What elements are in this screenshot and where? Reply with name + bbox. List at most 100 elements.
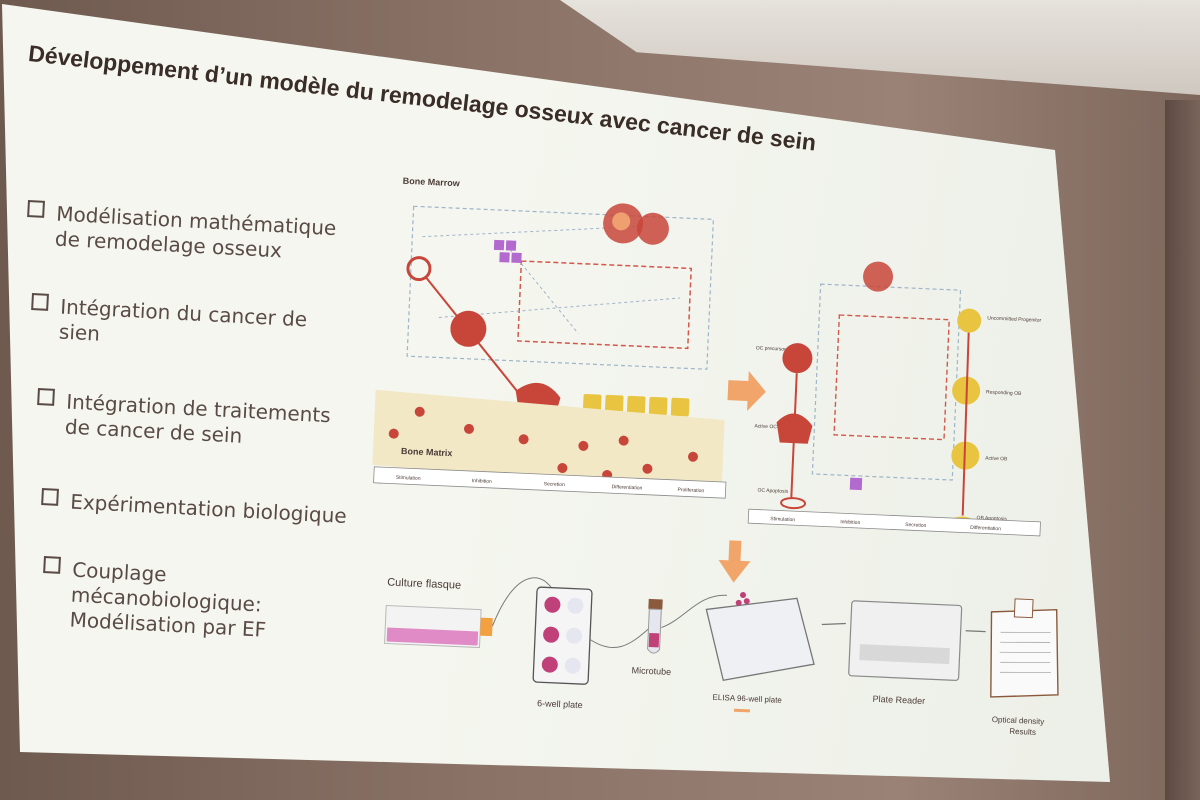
cytokine-block	[849, 477, 863, 491]
plate-reader-tray	[859, 644, 950, 665]
differentiation-line	[424, 276, 527, 402]
six-well-plate-icon	[532, 586, 593, 685]
oc-lineage	[790, 373, 798, 499]
legend-item: Differentiation	[970, 525, 1001, 532]
cytokine-block	[493, 239, 505, 251]
accent-dash	[733, 708, 751, 713]
microtube-cap	[648, 598, 663, 610]
well	[543, 626, 560, 643]
six-well-label: 6-well plate	[537, 698, 583, 710]
osteoblast-icon	[670, 397, 690, 417]
osteocyte-icon	[518, 434, 529, 445]
checkbox-icon	[41, 488, 59, 506]
legend-item: Differentiation	[611, 484, 642, 491]
legend-item: Stimulation	[770, 516, 795, 523]
inhibition-network	[517, 260, 692, 350]
wall-pillar	[1165, 100, 1200, 800]
osteoblast-icon	[604, 394, 624, 414]
model-label: OC precursor	[756, 345, 787, 352]
signal-network	[406, 205, 715, 370]
model-label: OB Apoptosis	[976, 515, 1007, 522]
legend-left	[373, 466, 727, 499]
right-arrow-icon	[727, 371, 766, 412]
microtube-liquid	[648, 632, 660, 648]
model-label: Uncommitted Progenitor	[987, 315, 1041, 323]
osteocyte-icon	[414, 406, 425, 417]
elisa-label: ELISA 96-well plate	[712, 693, 782, 705]
flask-cap	[480, 617, 493, 637]
legend-item: Inhibition	[472, 478, 492, 485]
legend-item: Secretion	[905, 522, 927, 529]
model-label: Active OB	[985, 455, 1008, 462]
well	[544, 596, 561, 613]
checkbox-icon	[43, 556, 61, 574]
results-sheet-icon	[990, 608, 1059, 698]
checkbox-icon	[37, 388, 55, 406]
model-inhibition	[833, 314, 950, 441]
tumor-cell	[636, 212, 669, 245]
osteoblast-row	[582, 393, 690, 417]
results-label: Results	[1009, 727, 1036, 737]
model-network	[811, 283, 962, 481]
microtube-label: Microtube	[631, 665, 671, 677]
elisa-plate-icon	[705, 597, 815, 681]
bone-matrix	[372, 389, 725, 495]
osteoblast-icon	[582, 393, 602, 413]
results-label: Optical density	[992, 715, 1045, 726]
well	[740, 592, 747, 599]
ob-lineage	[961, 332, 970, 516]
progenitor-icon	[957, 308, 982, 333]
workflow-tube	[589, 626, 651, 649]
plate-reader-icon	[848, 600, 963, 681]
oc-precursor-icon	[782, 343, 813, 374]
legend-right	[747, 508, 1041, 537]
tumor-cell	[863, 261, 894, 292]
bone-marrow-label: Bone Marrow	[403, 176, 461, 189]
workflow-arrow	[965, 630, 986, 633]
cytokine-block	[511, 252, 522, 264]
well	[743, 598, 750, 605]
bone-matrix-label: Bone Matrix	[401, 446, 453, 458]
workflow-tube	[661, 594, 728, 628]
slide-diagram: Bone Marrow Bone Matrix	[372, 176, 1059, 737]
osteoblast-icon	[626, 395, 646, 415]
model-label: Responding OB	[986, 389, 1022, 397]
model-label: Active OC	[754, 423, 777, 430]
legend-item: Stimulation	[396, 475, 421, 482]
osteocyte-icon	[388, 428, 399, 439]
bullet-text: Couplage	[71, 557, 168, 587]
well	[735, 599, 742, 606]
osteocyte-icon	[578, 440, 589, 451]
checkbox-icon	[27, 200, 45, 218]
results-clip	[1013, 598, 1034, 619]
down-arrow-icon	[718, 540, 751, 583]
osteocyte-icon	[642, 463, 653, 474]
oc-precursor-icon	[406, 256, 432, 282]
well	[566, 627, 583, 644]
bone-marrow-panel: Bone Marrow Bone Matrix	[372, 176, 727, 499]
tumor-nucleus	[612, 212, 631, 231]
culture-medium	[386, 627, 479, 646]
plate-reader-label: Plate Reader	[872, 694, 925, 706]
model-panel: Uncommitted Progenitor Responding OB Act…	[747, 261, 1042, 537]
checkbox-icon	[31, 293, 49, 311]
cytokine-block	[499, 252, 510, 263]
oc-apoptosis-icon	[780, 497, 807, 510]
osteocyte-icon	[557, 463, 568, 474]
results-table	[999, 631, 1051, 673]
culture-label: Culture flasque	[387, 576, 461, 591]
well	[541, 656, 558, 673]
legend-item: Inhibition	[840, 519, 860, 526]
lab-workflow: Culture flasque 6-well plate Microtube E…	[384, 576, 1059, 737]
model-label: OC Apoptosis	[757, 488, 788, 495]
osteocytes	[388, 406, 699, 480]
workflow-arrow	[821, 622, 846, 626]
osteocyte-icon	[618, 435, 629, 446]
legend-item: Secretion	[544, 481, 566, 488]
osteocyte-icon	[688, 451, 699, 462]
bullet-item: Couplage mécanobiologique: Modélisation …	[40, 556, 269, 643]
osteocyte-icon	[464, 423, 475, 434]
osteoblast-icon	[648, 396, 668, 416]
well	[564, 657, 581, 674]
well	[567, 597, 584, 614]
